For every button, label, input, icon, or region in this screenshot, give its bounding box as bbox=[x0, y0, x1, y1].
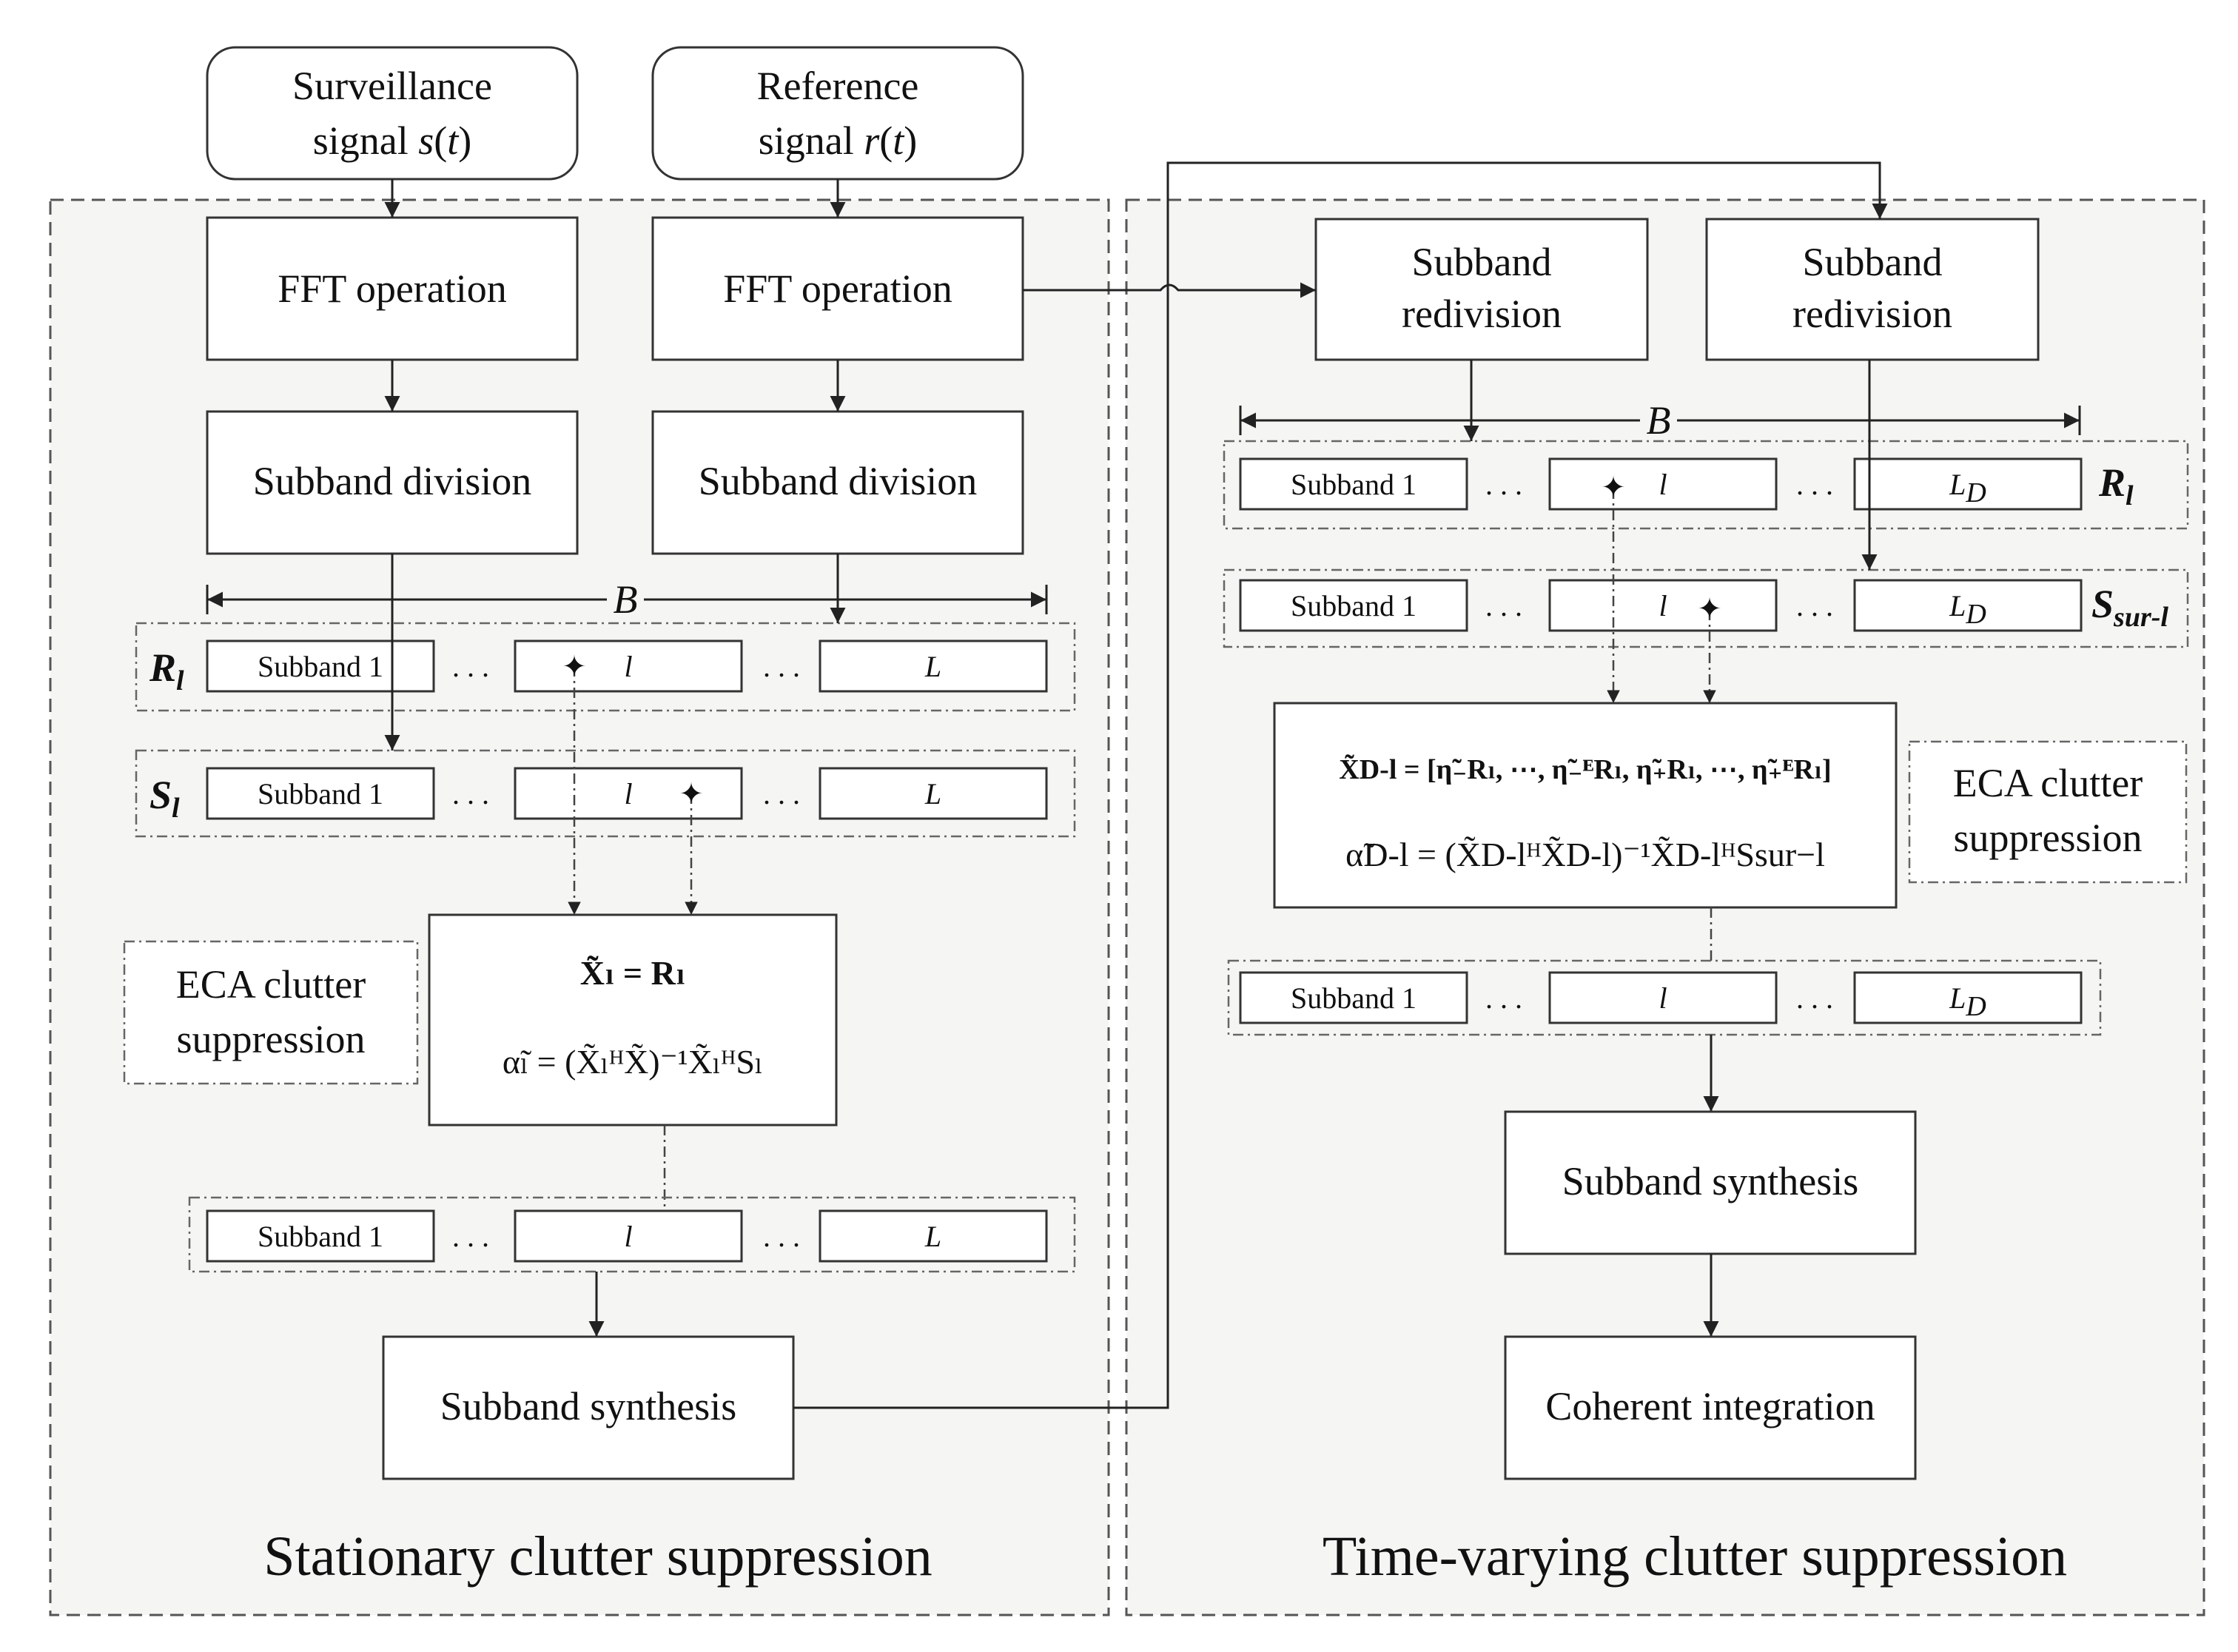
arrow-synthesis-to-redivision bbox=[793, 161, 1888, 1409]
cell-L: L bbox=[924, 650, 941, 683]
eq-alpha-right: α̃D-l = (X̃D-lᴴX̃D-l)⁻¹X̃D-lᴴSsur−l bbox=[1345, 836, 1825, 873]
left-s-subband-row: Sl Subband 1 . . . l . . . L bbox=[135, 749, 1076, 838]
svg-text:l: l bbox=[1659, 468, 1667, 501]
svg-text:. . .: . . . bbox=[1796, 981, 1833, 1015]
svg-text:ECA clutter: ECA clutter bbox=[1953, 761, 2143, 805]
svg-text:L: L bbox=[924, 1220, 941, 1253]
svg-text:Subband synthesis: Subband synthesis bbox=[1562, 1159, 1859, 1203]
svg-text:l: l bbox=[1659, 589, 1667, 622]
row-r-label: Rl bbox=[149, 645, 184, 696]
svg-text:LD: LD bbox=[1949, 589, 1986, 630]
svg-text:Subband: Subband bbox=[1412, 240, 1552, 284]
svg-text:FFT operation: FFT operation bbox=[723, 266, 952, 311]
svg-text:Coherent integration: Coherent integration bbox=[1545, 1384, 1875, 1428]
cell-subband-1: Subband 1 bbox=[258, 650, 383, 683]
svg-text:. . .: . . . bbox=[1485, 981, 1522, 1015]
left-panel-title: Stationary clutter suppression bbox=[263, 1525, 932, 1588]
arrow-ref-fft-to-redivision bbox=[1023, 282, 1316, 298]
row-s-label-right: Ssur-l bbox=[2091, 582, 2168, 633]
svg-text:suppression: suppression bbox=[177, 1017, 366, 1061]
left-r-subband-row: Rl Subband 1 . . . l . . . L bbox=[135, 622, 1076, 712]
svg-text:l: l bbox=[1659, 981, 1667, 1015]
eq-x-d-l: X̃D-l = [η̃₋Rₗ, ⋯, η̃₋ᴱRₗ, η̃₊Rₗ, ⋯, η̃₊… bbox=[1339, 754, 1831, 785]
svg-text:Subband division: Subband division bbox=[253, 459, 532, 503]
eca-equation-box-left: X̃ₗ = Rₗ α̃ₗ = (X̃ₗᴴX̃)⁻¹X̃ₗᴴSₗ bbox=[428, 913, 838, 1126]
svg-text:Subband 1: Subband 1 bbox=[1291, 468, 1417, 501]
subband-division-surveillance-box: Subband division bbox=[206, 410, 579, 555]
surveillance-line1: Surveillance bbox=[292, 64, 492, 108]
svg-text:✦: ✦ bbox=[1601, 471, 1626, 504]
svg-text:redivision: redivision bbox=[1792, 292, 1952, 336]
surveillance-signal-input: Surveillance signal s(t) bbox=[206, 46, 579, 181]
svg-text:. . .: . . . bbox=[452, 1220, 489, 1253]
svg-text:ECA clutter: ECA clutter bbox=[176, 962, 366, 1007]
eca-equation-box-right: X̃D-l = [η̃₋Rₗ, ⋯, η̃₋ᴱRₗ, η̃₊Rₗ, ⋯, η̃₊… bbox=[1273, 702, 1898, 909]
cell-l: l bbox=[624, 650, 632, 683]
bandwidth-indicator-left: B bbox=[206, 577, 1048, 622]
subband-synthesis-left-box: Subband synthesis bbox=[382, 1335, 795, 1480]
svg-text:Subband division: Subband division bbox=[699, 459, 978, 503]
row-r-label-right: Rl bbox=[2098, 460, 2134, 511]
svg-text:B: B bbox=[614, 577, 638, 622]
right-output-subband-row: Subband 1 . . . l . . . LD bbox=[1227, 959, 2102, 1036]
svg-text:✦: ✦ bbox=[562, 650, 587, 683]
svg-text:Subband 1: Subband 1 bbox=[258, 1220, 383, 1253]
svg-text:suppression: suppression bbox=[1954, 816, 2143, 860]
svg-text:B: B bbox=[1647, 398, 1671, 443]
eca-label-right: ECA clutter suppression bbox=[1908, 740, 2188, 884]
svg-text:L: L bbox=[924, 777, 941, 810]
eca-label-left: ECA clutter suppression bbox=[123, 940, 419, 1085]
eq-x-equals-r: X̃ₗ = Rₗ bbox=[580, 954, 686, 992]
reference-signal-input: Reference signal r(t) bbox=[651, 46, 1024, 181]
svg-text:. . .: . . . bbox=[1796, 468, 1833, 501]
svg-text:. . .: . . . bbox=[452, 777, 489, 810]
left-output-subband-row: Subband 1 . . . l . . . L bbox=[188, 1196, 1076, 1273]
svg-text:LD: LD bbox=[1949, 981, 1986, 1022]
eq-alpha-left: α̃ₗ = (X̃ₗᴴX̃)⁻¹X̃ₗᴴSₗ bbox=[503, 1043, 763, 1081]
fft-reference-box: FFT operation bbox=[651, 216, 1024, 361]
right-s-subband-row: Subband 1 . . . l . . . LD Ssur-l bbox=[1223, 568, 2189, 648]
svg-text:Subband 1: Subband 1 bbox=[1291, 981, 1417, 1015]
subband-redivision-2-box: Subband redivision bbox=[1705, 218, 2040, 361]
fft-surveillance-box: FFT operation bbox=[206, 216, 579, 361]
reference-line2: signal r(t) bbox=[759, 118, 918, 163]
svg-text:l: l bbox=[624, 1220, 632, 1253]
right-panel-title: Time-varying clutter suppression bbox=[1323, 1525, 2067, 1588]
right-r-subband-row: Subband 1 . . . l . . . LD Rl bbox=[1223, 440, 2189, 530]
svg-text:l: l bbox=[624, 777, 632, 810]
svg-text:. . .: . . . bbox=[1485, 589, 1522, 622]
reference-line1: Reference bbox=[757, 64, 919, 108]
svg-text:Subband 1: Subband 1 bbox=[258, 777, 383, 810]
svg-text:Subband 1: Subband 1 bbox=[1291, 589, 1417, 622]
svg-text:. . .: . . . bbox=[763, 777, 800, 810]
subband-division-reference-box: Subband division bbox=[651, 410, 1024, 555]
svg-text:. . .: . . . bbox=[1796, 589, 1833, 622]
svg-text:. . .: . . . bbox=[1485, 468, 1522, 501]
svg-text:✦: ✦ bbox=[1697, 592, 1722, 625]
bandwidth-indicator-right: B bbox=[1239, 398, 2081, 443]
svg-text:. . .: . . . bbox=[763, 650, 800, 683]
svg-text:redivision: redivision bbox=[1402, 292, 1562, 336]
svg-text:Subband: Subband bbox=[1803, 240, 1943, 284]
svg-text:. . .: . . . bbox=[763, 1220, 800, 1253]
svg-text:FFT operation: FFT operation bbox=[278, 266, 507, 311]
subband-redivision-1-box: Subband redivision bbox=[1314, 218, 1649, 361]
row-s-label: Sl bbox=[149, 773, 180, 824]
svg-text:. . .: . . . bbox=[452, 650, 489, 683]
subband-synthesis-right-box: Subband synthesis bbox=[1504, 1110, 1917, 1255]
svg-text:✦: ✦ bbox=[679, 777, 704, 810]
surveillance-line2: signal s(t) bbox=[313, 118, 472, 163]
svg-text:Subband synthesis: Subband synthesis bbox=[440, 1384, 737, 1428]
cell-LD: LD bbox=[1949, 468, 1986, 508]
coherent-integration-box: Coherent integration bbox=[1504, 1335, 1917, 1480]
